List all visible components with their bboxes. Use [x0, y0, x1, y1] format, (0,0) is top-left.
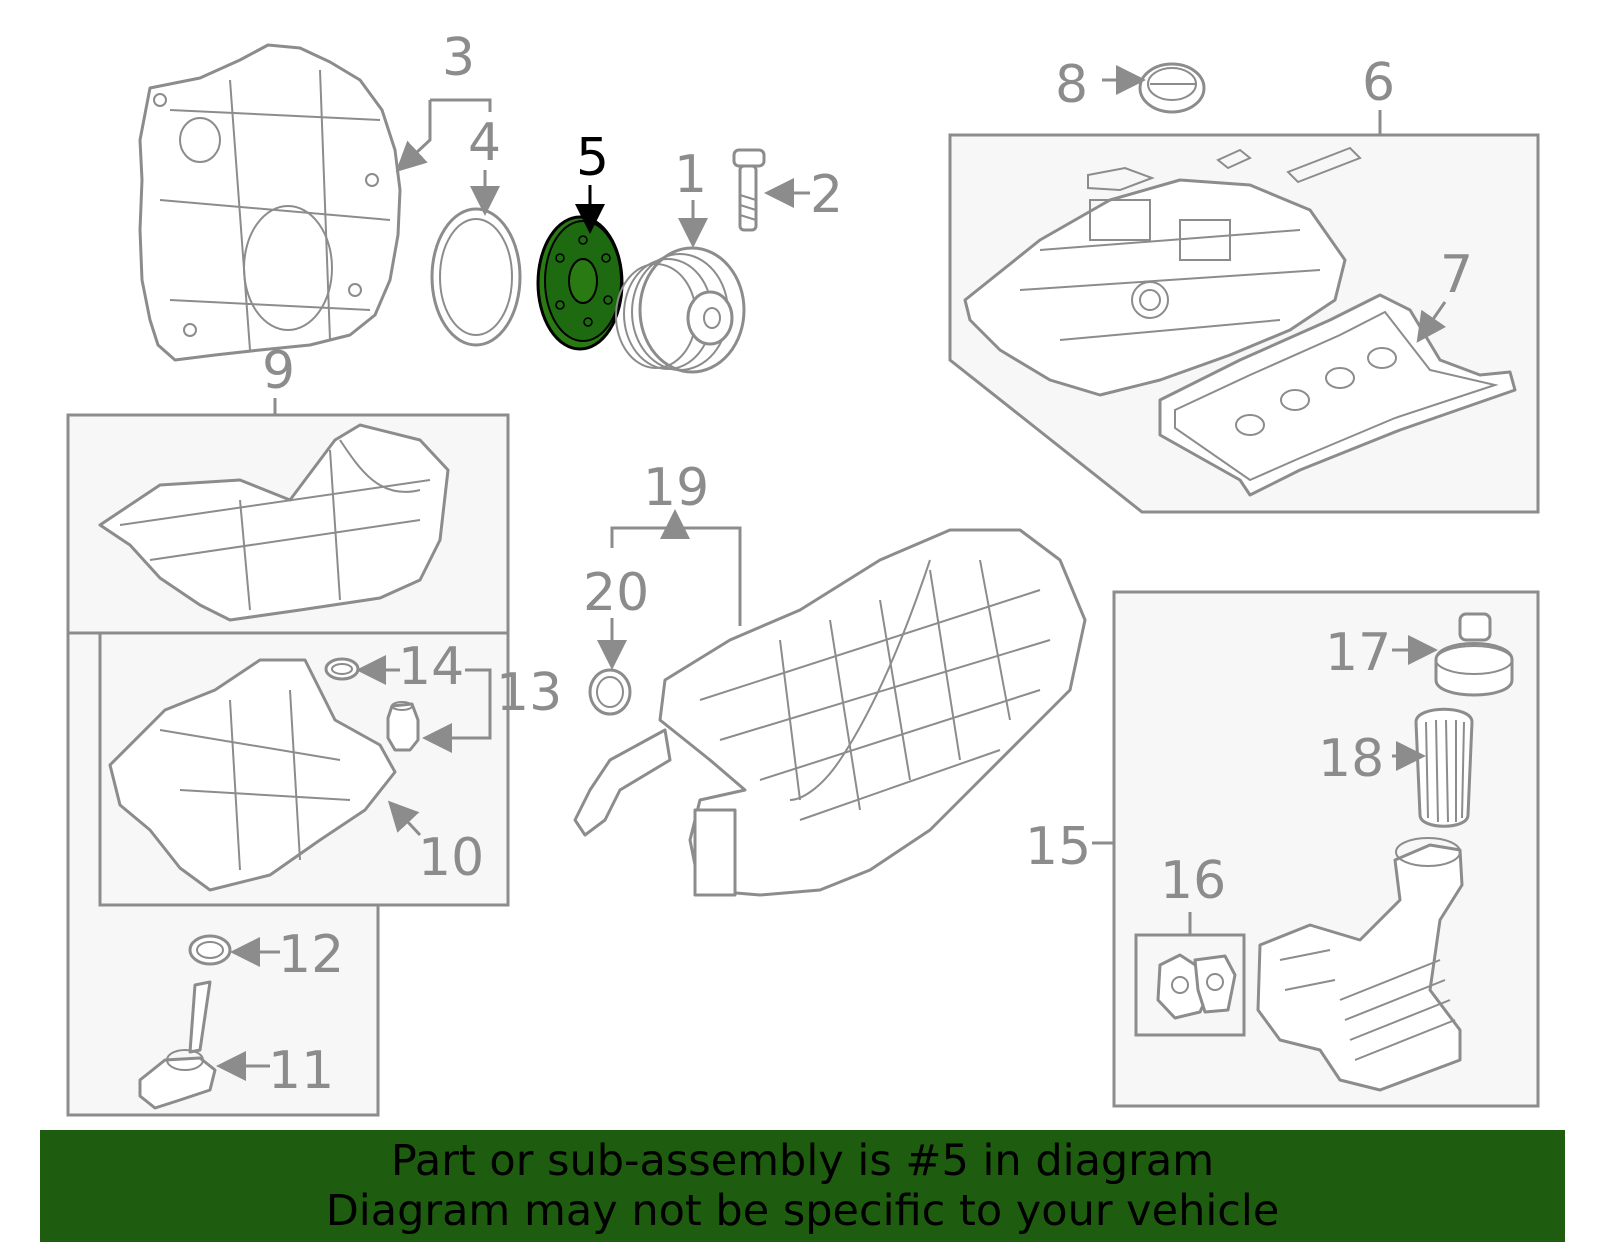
- valve-cover[interactable]: [963, 146, 1362, 397]
- leader-7: [1416, 301, 1447, 343]
- timing-cover[interactable]: [138, 43, 402, 362]
- callout-18: 18: [1318, 729, 1384, 789]
- o-ring-14[interactable]: [324, 657, 360, 681]
- callout-14: 14: [398, 637, 464, 697]
- oil-filter-cap[interactable]: [1434, 612, 1514, 697]
- valve-cover-gasket[interactable]: [1158, 293, 1517, 497]
- callout-19: 19: [643, 458, 709, 518]
- o-ring-20[interactable]: [588, 668, 632, 716]
- callout-10: 10: [418, 828, 484, 888]
- info-banner-background: [40, 1130, 1565, 1242]
- oil-level-sensor[interactable]: [138, 980, 217, 1110]
- pulley-bolt[interactable]: [732, 148, 766, 232]
- callout-3: 3: [442, 28, 475, 88]
- callout-13: 13: [496, 663, 562, 723]
- callout-4: 4: [468, 113, 501, 173]
- intake-manifold[interactable]: [573, 528, 1087, 897]
- gasket-set-16[interactable]: [1156, 953, 1237, 1020]
- crankshaft-pulley[interactable]: [615, 246, 746, 374]
- drain-plug-13[interactable]: [386, 701, 420, 752]
- banner-line-1: Part or sub-assembly is #5 in diagram: [390, 1136, 1215, 1186]
- leader-10: [387, 800, 422, 837]
- leader-13: [422, 668, 492, 753]
- callout-12: 12: [278, 925, 344, 985]
- callout-17: 17: [1325, 623, 1391, 683]
- oil-baffle[interactable]: [108, 658, 397, 892]
- callout-1: 1: [674, 145, 707, 205]
- crankshaft-seal-ring[interactable]: [430, 207, 522, 347]
- callout-15: 15: [1025, 817, 1091, 877]
- oil-filter-housing[interactable]: [1256, 837, 1464, 1092]
- highlighted-seal-part-5[interactable]: [536, 215, 624, 351]
- callout-8: 8: [1055, 55, 1088, 115]
- banner-line-2: Diagram may not be specific to your vehi…: [325, 1186, 1280, 1236]
- oil-filler-cap[interactable]: [1138, 62, 1206, 114]
- callout-2: 2: [810, 165, 843, 225]
- info-banner: Part or sub-assembly is #5 in diagram Di…: [40, 1130, 1565, 1242]
- callout-11: 11: [268, 1041, 334, 1101]
- callout-7: 7: [1440, 245, 1473, 305]
- oil-pan-upper[interactable]: [98, 423, 450, 622]
- callout-6: 6: [1362, 53, 1395, 113]
- o-ring-12[interactable]: [188, 934, 232, 966]
- callout-20: 20: [583, 563, 649, 623]
- callout-5[interactable]: 5: [576, 128, 609, 188]
- leader-19: [610, 515, 742, 626]
- leader-3: [400, 98, 492, 168]
- callout-9: 9: [262, 341, 295, 401]
- oil-filter-element[interactable]: [1414, 707, 1474, 828]
- callout-16: 16: [1160, 851, 1226, 911]
